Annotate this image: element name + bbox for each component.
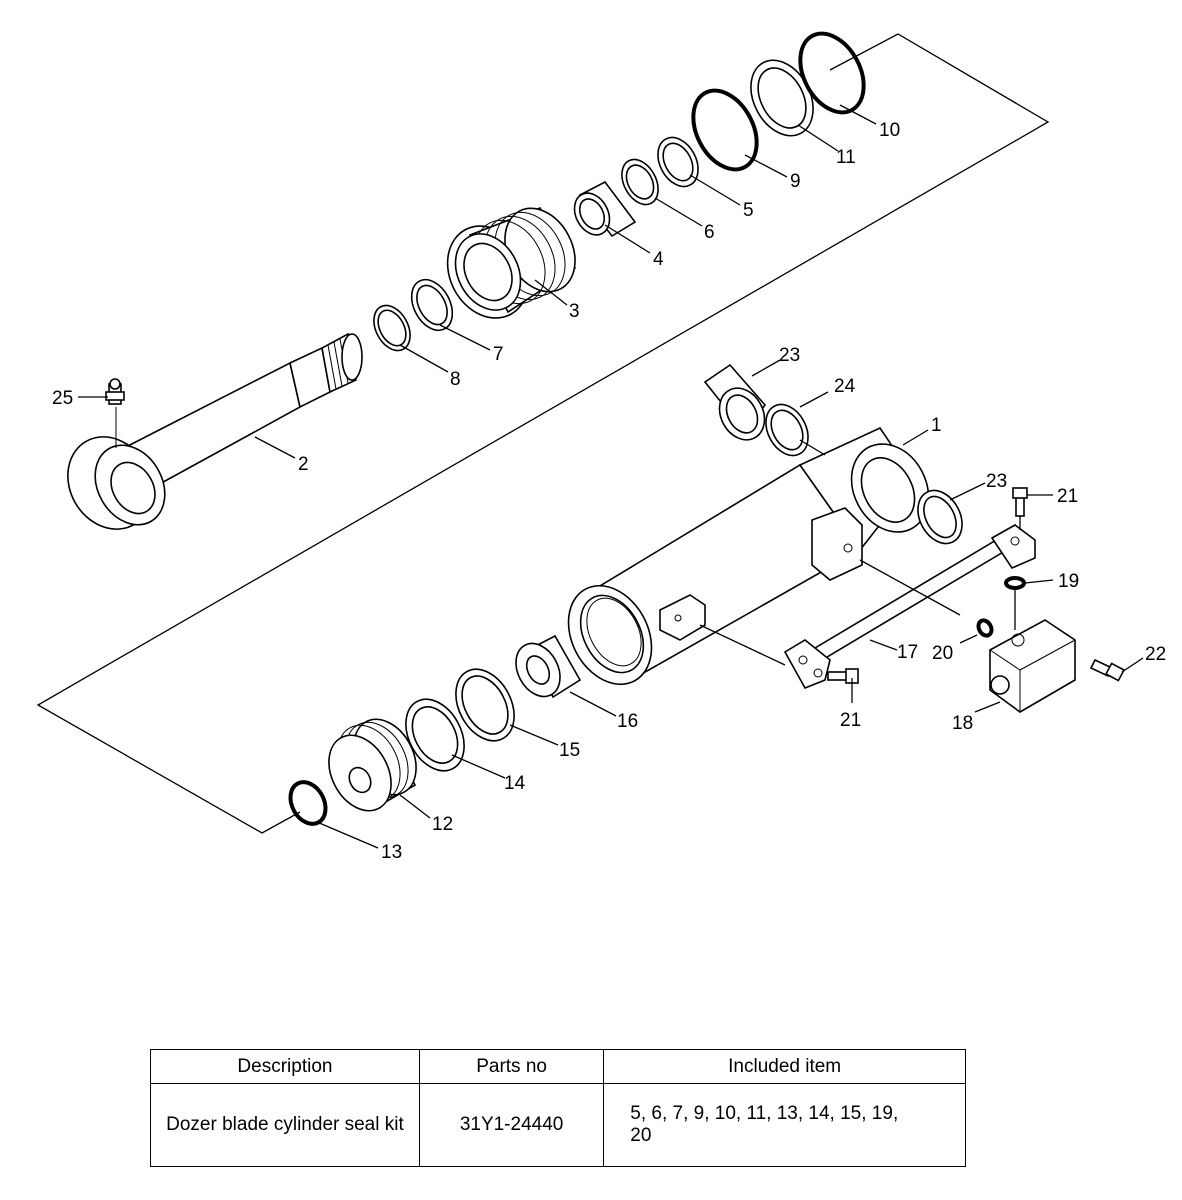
callout-4: 4 bbox=[653, 249, 664, 270]
leader-lines bbox=[78, 104, 1144, 849]
callout-22: 22 bbox=[1145, 644, 1166, 665]
row-included-item: 5, 6, 7, 9, 10, 11, 13, 14, 15, 19, 20 bbox=[603, 1083, 966, 1167]
pin-bushing-part bbox=[703, 363, 767, 441]
callout-6: 6 bbox=[704, 222, 715, 243]
callout-23-top: 23 bbox=[779, 345, 800, 366]
o-ring-part bbox=[691, 88, 759, 172]
bolt-part bbox=[1012, 487, 1028, 517]
valve-block-part bbox=[989, 619, 1076, 713]
callout-20: 20 bbox=[932, 643, 953, 664]
snap-ring-part bbox=[373, 304, 411, 352]
callout-3: 3 bbox=[569, 301, 580, 322]
callout-12: 12 bbox=[432, 814, 453, 835]
assembly-outline bbox=[36, 33, 1050, 834]
callout-17: 17 bbox=[897, 642, 918, 663]
callout-13: 13 bbox=[381, 842, 402, 863]
wear-ring-part bbox=[515, 634, 582, 699]
table-row: Dozer blade cylinder seal kit 31Y1-24440… bbox=[150, 1083, 966, 1167]
callout-5: 5 bbox=[743, 200, 754, 221]
row-description: Dozer blade cylinder seal kit bbox=[150, 1083, 420, 1167]
row-parts-no: 31Y1-24440 bbox=[418, 1083, 605, 1167]
rod-seal-part bbox=[410, 278, 454, 332]
callout-10: 10 bbox=[879, 120, 900, 141]
table-header-row: Description Parts no Included item bbox=[150, 1049, 966, 1084]
callout-21-top: 21 bbox=[1057, 486, 1078, 507]
seal-kit-table: Description Parts no Included item Dozer… bbox=[150, 1049, 966, 1167]
o-ring-large-part bbox=[798, 31, 866, 115]
callout-15: 15 bbox=[559, 740, 580, 761]
o-ring-small-part bbox=[1004, 576, 1026, 590]
grease-nipple-part bbox=[105, 378, 125, 405]
header-description: Description bbox=[150, 1049, 420, 1084]
callout-8: 8 bbox=[450, 369, 461, 390]
back-up-ring-part bbox=[750, 59, 814, 137]
included-item-text: 5, 6, 7, 9, 10, 11, 13, 14, 15, 19, 20 bbox=[630, 1103, 899, 1146]
exploded-parts-diagram: 1 2 3 4 5 6 7 8 9 10 11 12 13 14 15 16 1… bbox=[36, 31, 1166, 863]
callout-25: 25 bbox=[52, 388, 73, 409]
callout-9: 9 bbox=[790, 171, 801, 192]
callout-18: 18 bbox=[952, 713, 973, 734]
dust-seal-part bbox=[765, 403, 809, 457]
callout-19: 19 bbox=[1058, 571, 1079, 592]
callout-11: 11 bbox=[836, 147, 856, 168]
header-included-item: Included item bbox=[603, 1049, 966, 1084]
valve-bolt-part bbox=[1089, 658, 1126, 682]
u-packing-part bbox=[657, 136, 699, 188]
pipe-part bbox=[783, 524, 1036, 690]
callout-14: 14 bbox=[504, 773, 526, 794]
bolt-lower-part bbox=[827, 668, 859, 684]
header-parts-no: Parts no bbox=[418, 1049, 605, 1084]
callout-1: 1 bbox=[931, 415, 942, 436]
callout-7: 7 bbox=[493, 344, 504, 365]
piston-seal-part bbox=[455, 668, 515, 742]
piston-part bbox=[328, 718, 417, 812]
buffer-ring-part bbox=[621, 158, 659, 206]
piston-rod-part bbox=[67, 332, 363, 530]
cylinder-tube-part bbox=[567, 426, 930, 686]
callout-16: 16 bbox=[617, 711, 638, 732]
o-ring-pipe-part bbox=[976, 618, 994, 638]
rod-cover-part bbox=[446, 207, 577, 319]
callout-23-right: 23 bbox=[986, 471, 1007, 492]
callout-24: 24 bbox=[834, 376, 856, 397]
callout-21-bottom: 21 bbox=[840, 710, 861, 731]
callout-2: 2 bbox=[298, 454, 309, 475]
pin-bushing-ring-part bbox=[917, 489, 963, 545]
bushing-part bbox=[573, 180, 637, 238]
piston-o-ring-part bbox=[288, 780, 328, 826]
